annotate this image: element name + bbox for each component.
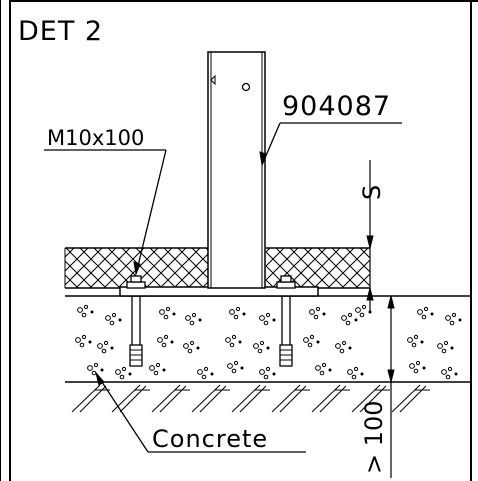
anchor-bolt-right	[276, 275, 296, 367]
anchor-bolt-callout	[44, 149, 167, 276]
dimension-s	[366, 160, 374, 312]
anchor-bolt-label: M10x100	[47, 126, 144, 150]
concrete-callout	[95, 372, 306, 453]
concrete-label: Concrete	[152, 425, 268, 453]
part-number-label: 904087	[282, 91, 391, 122]
post-hole-icon	[241, 82, 251, 92]
dimension-s-label: S	[358, 185, 386, 200]
post-tube	[207, 51, 266, 289]
dimension-depth	[387, 295, 395, 478]
detail-title: DET 2	[18, 16, 103, 47]
part-number-callout	[259, 122, 402, 166]
anchor-bolt-left	[126, 275, 146, 367]
dimension-depth-label: > 100	[360, 400, 388, 474]
concrete-layer	[65, 295, 470, 383]
